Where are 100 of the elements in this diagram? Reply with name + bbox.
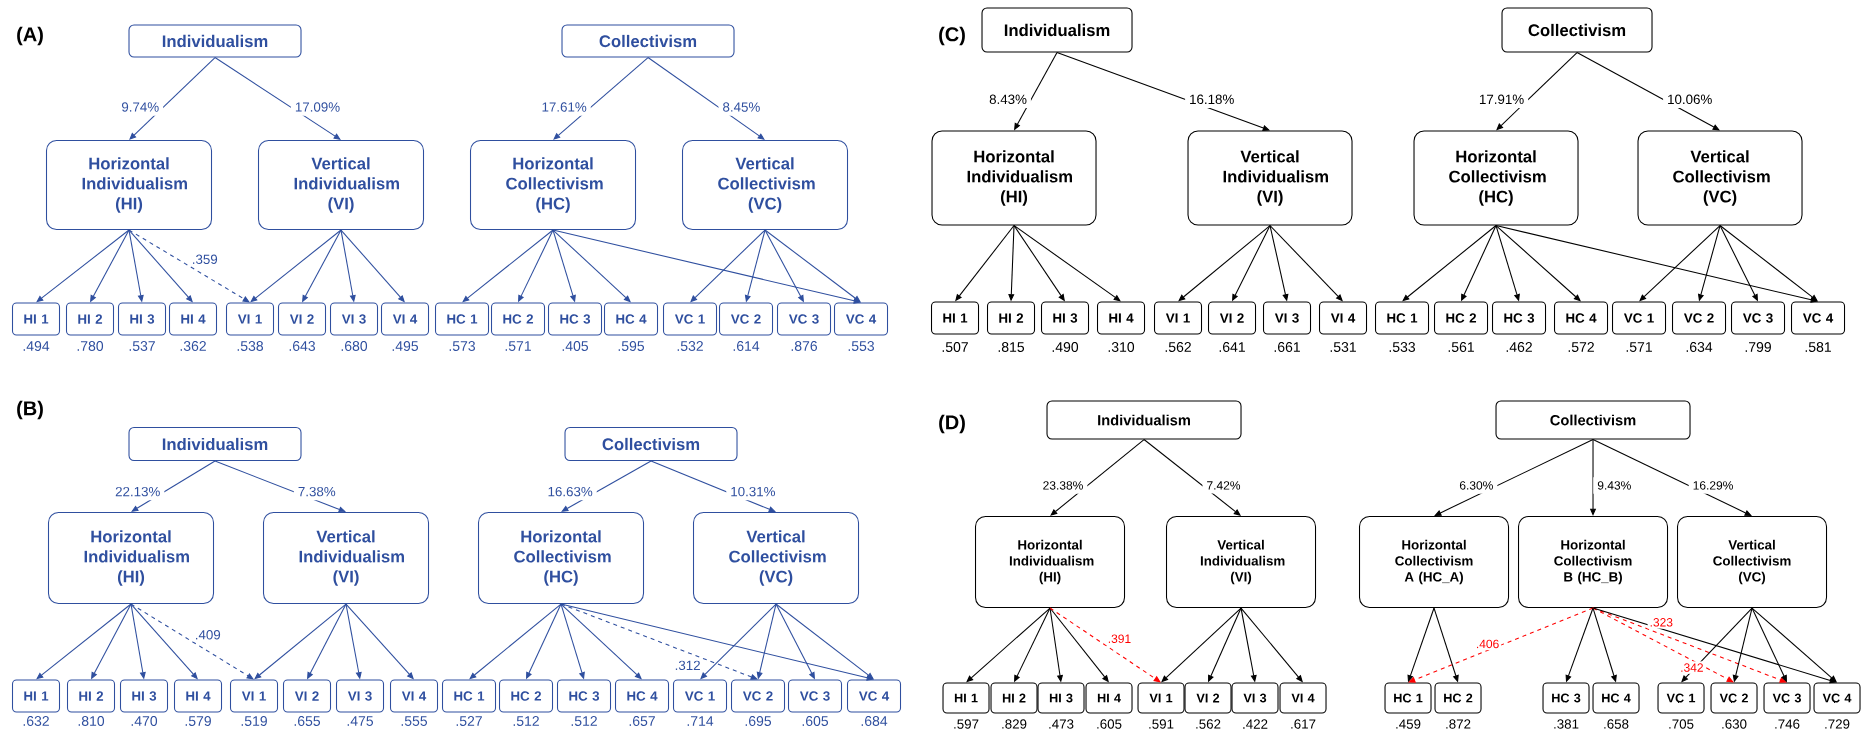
dimension-box: Horizontal Individualism (HI) <box>47 511 215 605</box>
item-box: VC 3 <box>1731 301 1786 335</box>
panel-label: (D) <box>939 414 965 434</box>
loading-value: .661 <box>1274 342 1300 352</box>
arrow <box>1751 607 1837 683</box>
panel-label: (B) <box>17 400 43 420</box>
arrow <box>1408 607 1594 683</box>
dimension-box: Horizontal Collectivism (HC) <box>1413 130 1579 226</box>
item-box: HI 2 <box>990 682 1038 714</box>
loading-value: .405 <box>562 341 589 351</box>
item-box: VI 1 <box>1137 682 1185 714</box>
arrow <box>561 460 652 512</box>
item-box: HI 4 <box>173 679 223 713</box>
arrow <box>250 229 342 303</box>
item-box: HC 2 <box>490 302 546 336</box>
edge-label: 8.43% <box>985 90 1031 108</box>
loading-value: .459 <box>1396 719 1421 729</box>
item-box: HI 2 <box>987 301 1036 335</box>
loading-value: .512 <box>513 716 539 726</box>
arrow <box>462 229 554 303</box>
loading-value: .799 <box>1745 342 1771 352</box>
item-box: HI 4 <box>1096 301 1146 335</box>
arrow <box>560 603 874 681</box>
construct-box: Individualism <box>1046 400 1242 440</box>
loading-value: .490 <box>1052 342 1079 352</box>
item-box: VC 2 <box>719 302 774 336</box>
item-box: VI 1 <box>225 302 275 336</box>
loading-value: .571 <box>1626 342 1652 352</box>
loading-value: .470 <box>131 716 158 726</box>
edge-label: .391 <box>1105 632 1134 645</box>
arrow <box>254 603 347 680</box>
item-box: VI 3 <box>1263 301 1312 335</box>
loading-value: .829 <box>1002 719 1027 729</box>
item-box: VC 1 <box>1657 682 1705 714</box>
item-box: VC 4 <box>1813 682 1861 714</box>
arrow <box>560 603 758 680</box>
dimension-box: Vertical Individualism (VI) <box>1166 515 1317 609</box>
edge-label: .323 <box>1647 616 1675 629</box>
dimension-box: Horizontal Collectivism A (HC_A) <box>1359 515 1510 609</box>
loading-value: .680 <box>341 341 368 351</box>
arrow <box>1161 607 1242 683</box>
loading-value: .572 <box>1568 342 1594 352</box>
arrow <box>1495 225 1581 302</box>
arrow <box>36 603 132 680</box>
construct-box: Individualism <box>981 7 1133 53</box>
item-box: HI 2 <box>65 302 115 336</box>
construct-box: Collectivism <box>561 24 735 58</box>
item-box: HI 1 <box>942 682 990 714</box>
loading-value: .495 <box>392 341 419 351</box>
loading-value: .657 <box>629 716 655 726</box>
arrow <box>552 229 861 304</box>
arrow <box>1143 439 1241 516</box>
construct-box: Individualism <box>128 24 302 58</box>
item-box: HC 3 <box>1542 682 1590 714</box>
edge-label: .312 <box>672 658 703 673</box>
edge-label: 16.18% <box>1185 90 1239 108</box>
item-box: VC 4 <box>846 679 902 713</box>
arrow <box>1592 607 1837 684</box>
loading-value: .780 <box>77 341 104 351</box>
arrow <box>552 229 631 303</box>
loading-value: .475 <box>347 716 374 726</box>
loading-value: .473 <box>1049 719 1074 729</box>
arrow <box>1639 225 1721 302</box>
item-box: VC 2 <box>730 679 786 713</box>
edge-label: 22.13% <box>111 482 165 501</box>
loading-value: .527 <box>456 716 482 726</box>
item-box: HI 2 <box>66 679 116 713</box>
item-box: HC 3 <box>1492 301 1547 335</box>
arrow <box>36 229 130 303</box>
edge-label: 16.63% <box>543 482 597 501</box>
item-box: VC 3 <box>776 302 832 336</box>
edge-label: 7.38% <box>293 482 340 501</box>
loading-value: .538 <box>237 341 263 351</box>
item-box: VI 1 <box>1154 301 1203 335</box>
edge-label: 17.91% <box>1474 90 1529 108</box>
loading-value: .507 <box>942 342 968 352</box>
arrow <box>1050 439 1145 516</box>
loading-value: .555 <box>401 716 428 726</box>
loading-value: .617 <box>1291 719 1316 729</box>
item-box: HC 3 <box>556 679 612 713</box>
item-box: VI 2 <box>277 302 327 336</box>
arrow <box>214 57 341 140</box>
loading-value: .614 <box>733 341 760 351</box>
item-box: VI 3 <box>329 302 379 336</box>
loading-value: .462 <box>1506 342 1532 352</box>
arrow <box>966 607 1051 683</box>
edge-label: 17.61% <box>537 98 591 116</box>
loading-value: .729 <box>1825 719 1850 729</box>
item-box: VC 4 <box>833 302 889 336</box>
loading-value: .579 <box>185 716 211 726</box>
item-box: HI 3 <box>1037 682 1085 714</box>
loading-value: .695 <box>745 716 772 726</box>
dimension-box: Vertical Collectivism (VC) <box>681 139 849 231</box>
loading-value: .519 <box>241 716 267 726</box>
construct-box: Collectivism <box>1495 400 1691 440</box>
item-box: HC 4 <box>1554 301 1609 335</box>
loading-value: .533 <box>1389 342 1416 352</box>
loading-value: .595 <box>618 341 645 351</box>
item-box: VI 3 <box>1231 682 1279 714</box>
arrow <box>214 460 346 513</box>
